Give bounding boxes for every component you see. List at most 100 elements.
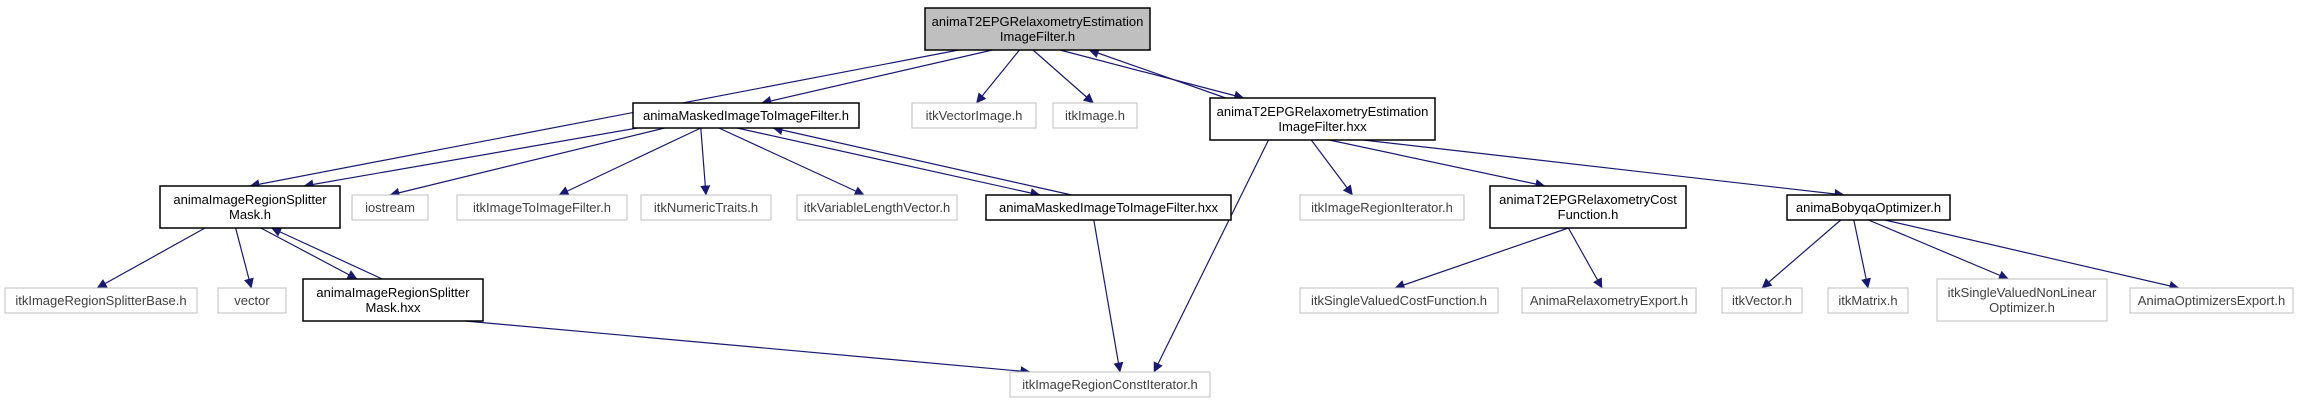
node-itkImageToImageFilter: itkImageToImageFilter.h (456, 194, 628, 221)
edge-bobyqa_h-to-itkSingleValuedNonLinearOptimizer (1868, 219, 2009, 280)
edge-masked_h-to-itkVariableLengthVector (718, 127, 865, 196)
node-AnimaRelaxometryExport: AnimaRelaxometryExport.h (1521, 287, 1697, 314)
node-box (1489, 185, 1687, 229)
node-box (632, 102, 860, 129)
node-itkImageRegionSplitterBase: itkImageRegionSplitterBase.h (4, 287, 198, 314)
node-label: Function.h (1558, 207, 1619, 222)
edge-root_hxx-to-root (1088, 48, 1226, 99)
edge-root-to-itkVectorImage (976, 49, 1020, 104)
node-box (1827, 287, 1909, 314)
node-root[interactable]: animaT2EPGRelaxometryEstimationImageFilt… (924, 7, 1151, 51)
node-label: itkImage.h (1065, 108, 1125, 123)
edge-masked_h-to-masked_hxx (736, 127, 1041, 198)
nodes-layer: animaT2EPGRelaxometryEstimationImageFilt… (4, 7, 2294, 398)
node-label: Mask.h (229, 207, 271, 222)
node-label: itkMatrix.h (1838, 293, 1897, 308)
edge-root_hxx-to-bobyqa_h (1362, 139, 1845, 199)
node-itkSingleValuedCostFunction: itkSingleValuedCostFunction.h (1299, 287, 1499, 314)
edge-masked_h-to-iostream (389, 127, 665, 198)
node-label: vector (234, 293, 270, 308)
edge-costfunction_h-to-itkSingleValuedCostFunction (1394, 227, 1569, 290)
node-box (351, 194, 429, 221)
edge-bobyqa_h-to-AnimaOptimizersExport (1884, 219, 2180, 291)
node-box (1299, 194, 1465, 221)
node-box (1052, 102, 1138, 129)
edge-root_hxx-to-itkImageRegionIterator (1310, 139, 1353, 196)
node-itkVector: itkVector.h (1721, 287, 1803, 314)
edge-root_hxx-to-costfunction_h (1329, 139, 1546, 189)
node-vector: vector (217, 287, 287, 314)
node-itkMatrix: itkMatrix.h (1827, 287, 1909, 314)
node-box (217, 287, 287, 314)
edge-splitter_h-to-itkImageRegionSplitterBase (96, 227, 206, 289)
edge-root-to-itkImage (1032, 49, 1094, 104)
node-itkVectorImage: itkVectorImage.h (911, 102, 1037, 129)
node-label: AnimaRelaxometryExport.h (1530, 293, 1688, 308)
node-label: animaBobyqaOptimizer.h (1796, 200, 1941, 215)
edge-costfunction_h-to-AnimaRelaxometryExport (1567, 227, 1603, 289)
node-box (924, 7, 1151, 51)
node-label: iostream (365, 200, 415, 215)
edge-masked_hxx-to-itkImageRegionConstIterator (1093, 219, 1124, 373)
node-box (796, 194, 958, 221)
node-label: ImageFilter.h (1000, 29, 1075, 44)
node-root_hxx[interactable]: animaT2EPGRelaxometryEstimationImageFilt… (1209, 97, 1436, 141)
edges-layer (96, 48, 2180, 377)
edge-masked_h-to-itkNumericTraits (700, 127, 711, 196)
node-label: animaT2EPGRelaxometryCost (1499, 192, 1677, 207)
edge-masked_hxx-to-masked_h (772, 125, 1072, 196)
node-itkImageRegionConstIterator: itkImageRegionConstIterator.h (1009, 371, 1211, 398)
node-label: animaT2EPGRelaxometryEstimation (1217, 104, 1429, 119)
edge-root-to-splitter_h (249, 49, 959, 190)
node-label: itkImageToImageFilter.h (473, 200, 611, 215)
node-box (1521, 287, 1697, 314)
edge-splitter_h-to-splitter_hxx (260, 227, 358, 280)
node-box (985, 194, 1232, 221)
node-label: itkVector.h (1732, 293, 1792, 308)
node-itkVariableLengthVector: itkVariableLengthVector.h (796, 194, 958, 221)
node-label: itkVariableLengthVector.h (804, 200, 950, 215)
node-label: animaMaskedImageToImageFilter.hxx (999, 200, 1218, 215)
node-AnimaOptimizersExport: AnimaOptimizersExport.h (2129, 287, 2294, 314)
node-box (456, 194, 628, 221)
node-label: itkSingleValuedNonLinear (1948, 285, 2097, 300)
node-itkImageRegionIterator: itkImageRegionIterator.h (1299, 194, 1465, 221)
node-label: Optimizer.h (1989, 300, 2055, 315)
node-label: itkImageRegionConstIterator.h (1022, 377, 1198, 392)
node-box (1936, 278, 2108, 322)
edge-bobyqa_h-to-itkVector (1761, 219, 1842, 289)
edge-root_hxx-to-itkImageRegionConstIterator (1153, 139, 1270, 373)
node-masked_hxx[interactable]: animaMaskedImageToImageFilter.hxx (985, 194, 1232, 221)
edge-root-to-root_hxx (1059, 49, 1245, 101)
node-masked_h[interactable]: animaMaskedImageToImageFilter.h (632, 102, 860, 129)
node-box (1209, 97, 1436, 141)
node-box (911, 102, 1037, 129)
node-label: ImageFilter.hxx (1278, 119, 1367, 134)
edge-splitter_hxx-to-itkImageRegionConstIterator (464, 320, 1031, 377)
node-itkImage: itkImage.h (1052, 102, 1138, 129)
edge-splitter_h-to-vector (235, 227, 254, 289)
node-label: itkImageRegionIterator.h (1311, 200, 1453, 215)
node-iostream: iostream (351, 194, 429, 221)
node-label: animaImageRegionSplitter (316, 285, 470, 300)
edge-bobyqa_h-to-itkMatrix (1853, 219, 1871, 289)
node-box (1721, 287, 1803, 314)
edge-masked_h-to-splitter_h (303, 127, 638, 190)
node-label: itkSingleValuedCostFunction.h (1311, 293, 1487, 308)
node-bobyqa_h[interactable]: animaBobyqaOptimizer.h (1786, 194, 1951, 221)
edge-masked_h-to-itkImageToImageFilter (558, 127, 702, 196)
node-label: animaImageRegionSplitter (173, 192, 327, 207)
edge-root-to-masked_h (761, 49, 993, 106)
node-box (1009, 371, 1211, 398)
node-label: AnimaOptimizersExport.h (2138, 293, 2285, 308)
node-label: itkImageRegionSplitterBase.h (15, 293, 186, 308)
node-box (1786, 194, 1951, 221)
node-box (1299, 287, 1499, 314)
node-box (2129, 287, 2294, 314)
node-label: Mask.hxx (366, 300, 421, 315)
